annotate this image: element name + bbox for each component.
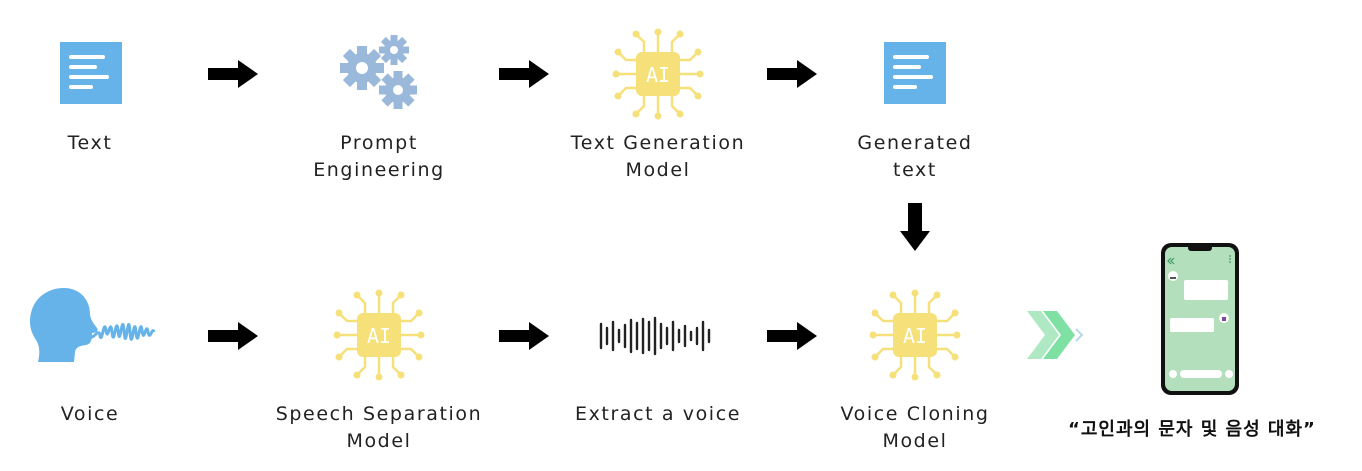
smartphone-chat-icon: [1160, 242, 1240, 400]
ai-chip-text: AI: [646, 63, 670, 87]
extract-a-voice-label: Extract a voice: [574, 403, 742, 425]
arrow-right-icon: [497, 58, 551, 94]
voice-cloning-model-label: Voice Cloning Model: [840, 403, 990, 452]
ai-chip-icon: AI: [869, 289, 961, 385]
arrow-right-icon: [765, 320, 819, 356]
ai-chip-icon: AI: [612, 28, 704, 124]
voice-label: Voice: [60, 403, 120, 425]
speech-separation-model-label: Speech Separation Model: [275, 403, 483, 452]
speaking-head-icon: [26, 286, 156, 368]
ai-chip-text: AI: [367, 324, 391, 348]
ai-chip-icon: AI: [333, 289, 425, 385]
generated-text-label: Generated text: [857, 132, 973, 181]
arrow-down-icon: [898, 201, 932, 257]
generated-text-document-icon: [884, 42, 946, 108]
arrow-right-icon: [206, 58, 260, 94]
ai-chip-text: AI: [903, 324, 927, 348]
result-caption: “고인과의 문자 및 음성 대화”: [1068, 419, 1316, 440]
arrow-right-icon: [765, 58, 819, 94]
text-generation-model-label: Text Generation Model: [570, 132, 746, 181]
waveform-icon: [598, 316, 716, 360]
gears-icon: [334, 32, 424, 118]
prompt-engineering-label: Prompt Engineering: [313, 132, 445, 181]
text-document-icon: [60, 42, 122, 108]
arrow-right-icon: [206, 320, 260, 356]
double-chevron-icon: [1025, 307, 1085, 367]
text-label: Text: [67, 132, 113, 154]
arrow-right-icon: [497, 320, 551, 356]
